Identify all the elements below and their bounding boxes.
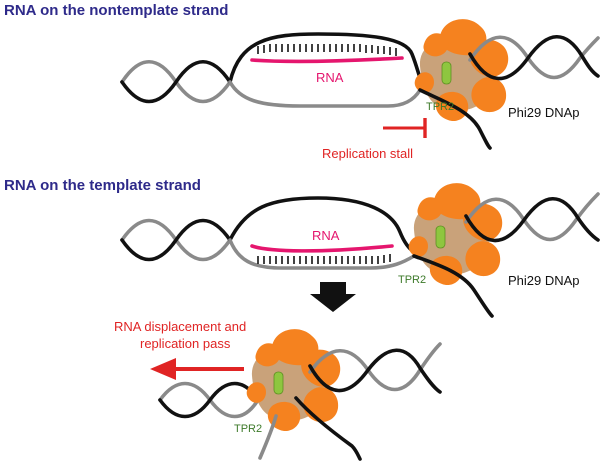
stall-label: Replication stall — [322, 146, 413, 161]
right-duplex3-black-strand — [308, 348, 442, 394]
panel-nontemplate: RNA TPR2 Phi29 DNAp Replication stall — [120, 18, 600, 161]
heading-nontemplate: RNA on the nontemplate strand — [4, 2, 228, 19]
rna-label-middle: RNA — [312, 228, 340, 243]
polymerase-label-top: Phi29 DNAp — [508, 105, 580, 120]
polymerase-label-middle: Phi29 DNAp — [508, 273, 580, 288]
rna-strand-middle — [250, 244, 394, 253]
rna-label-top: RNA — [316, 70, 344, 85]
heading-template: RNA on the template strand — [4, 177, 201, 194]
tpr2-label-middle: TPR2 — [398, 274, 426, 286]
pass-label-line2: replication pass — [140, 336, 231, 351]
tpr2-label-top: TPR2 — [426, 101, 454, 113]
tpr2-label-bottom: TPR2 — [234, 423, 262, 435]
left-duplex2-black-strand — [120, 218, 232, 262]
panel-result: RNA displacement and replication pass TP… — [114, 319, 442, 461]
exit-strand-bottom-black — [294, 396, 362, 461]
bubble2-top-strand — [228, 196, 416, 254]
bubble2-bottom-strand — [228, 238, 416, 270]
rna-strand-top — [250, 56, 404, 64]
exit-strand-bottom-gray — [258, 414, 278, 460]
exit-strand-top — [418, 88, 492, 150]
right-duplex-gray-strand — [468, 35, 600, 80]
polymerase-bottom — [246, 328, 341, 432]
polymerase-middle — [408, 182, 503, 286]
hatch-top — [257, 44, 397, 56]
stall-symbol — [383, 118, 427, 138]
panel-template: RNA TPR2 Phi29 DNAp — [120, 182, 600, 318]
left-duplex-black-strand — [120, 59, 232, 104]
exit-strand-middle — [412, 254, 494, 318]
down-arrow — [310, 282, 356, 312]
pass-arrow — [150, 358, 244, 380]
pass-label-line1: RNA displacement and — [114, 319, 246, 334]
bubble-top-strand — [228, 32, 422, 84]
hatch-bottom — [257, 254, 391, 264]
right-duplex-black-strand — [468, 34, 600, 81]
left-duplex3-black-strand — [158, 381, 260, 419]
right-duplex3-gray-strand — [308, 342, 442, 392]
right-duplex2-black-strand — [464, 196, 600, 243]
right-duplex2-gray-strand — [464, 192, 600, 242]
bubble-bottom-strand — [228, 80, 422, 108]
